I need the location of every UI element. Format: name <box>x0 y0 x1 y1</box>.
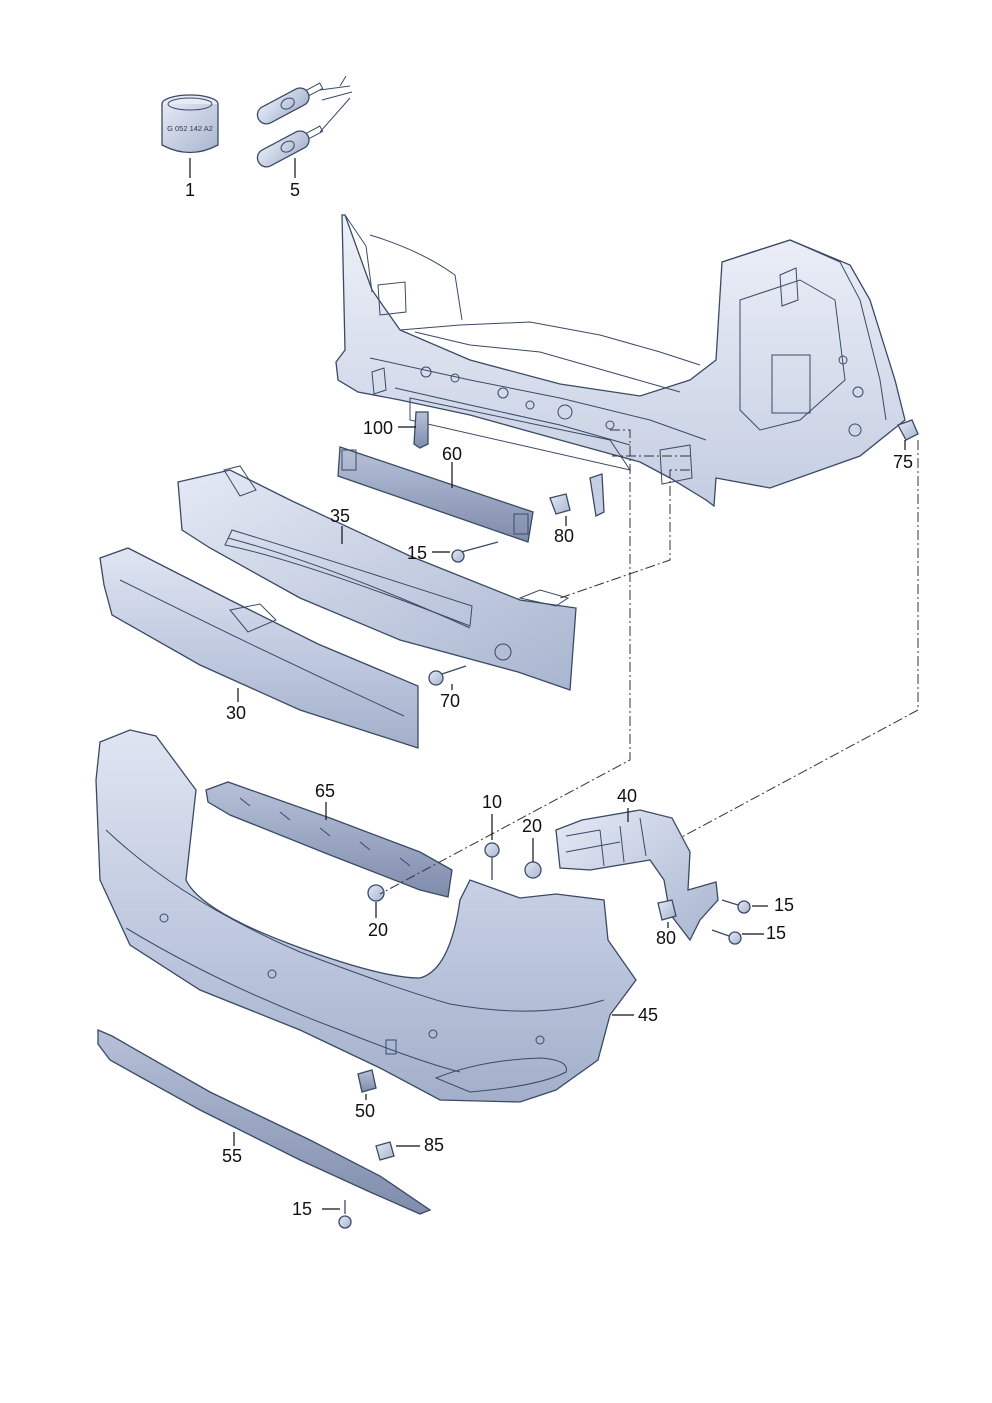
label-part-20-left: 20 <box>368 920 388 940</box>
label-part-35: 35 <box>330 506 350 526</box>
label-part-15-upper: 15 <box>407 543 427 563</box>
energy-absorber-part-30 <box>99 547 419 749</box>
label-part-10: 10 <box>482 792 502 812</box>
label-part-60: 60 <box>442 444 462 464</box>
side-guide-bracket-part-40 <box>555 809 719 942</box>
bracket-part-100 <box>413 411 429 449</box>
label-part-30: 30 <box>226 703 246 723</box>
label-part-40: 40 <box>617 786 637 806</box>
reinforcement-plate-part-60 <box>337 446 534 543</box>
tin-stamp-text: G 052 142 A2 <box>167 124 213 133</box>
label-part-65: 65 <box>315 781 335 801</box>
label-part-15-right-upper: 15 <box>774 895 794 915</box>
label-part-85: 85 <box>424 1135 444 1155</box>
sealant-tin-part-1: G 052 142 A2 <box>161 94 219 154</box>
label-part-1: 1 <box>185 180 195 200</box>
label-part-15-bottom: 15 <box>292 1199 312 1219</box>
lower-trim-strip-part-55 <box>97 1029 432 1215</box>
mounting-bracket-right <box>589 473 605 517</box>
bumper-cover-part-45 <box>95 729 637 1103</box>
label-part-45: 45 <box>638 1005 658 1025</box>
wire-connectors-part-5 <box>256 75 353 168</box>
label-part-80-upper: 80 <box>554 526 574 546</box>
part-labels: 1 5 100 60 75 35 15 80 70 30 65 10 40 20… <box>185 180 913 1219</box>
label-part-55: 55 <box>222 1146 242 1166</box>
label-part-80-lower: 80 <box>656 928 676 948</box>
label-part-100: 100 <box>363 418 393 438</box>
label-part-50: 50 <box>355 1101 375 1121</box>
leader-lines <box>189 158 906 1210</box>
fasteners <box>338 419 919 1229</box>
bumper-carrier-part-35 <box>177 465 577 691</box>
lower-grille-part-65 <box>205 781 453 898</box>
label-part-15-right-lower: 15 <box>766 923 786 943</box>
label-part-5: 5 <box>290 180 300 200</box>
rear-body-structure <box>335 214 906 508</box>
label-part-70: 70 <box>440 691 460 711</box>
label-part-75: 75 <box>893 452 913 472</box>
alignment-lines <box>379 429 919 895</box>
label-part-20-right: 20 <box>522 816 542 836</box>
